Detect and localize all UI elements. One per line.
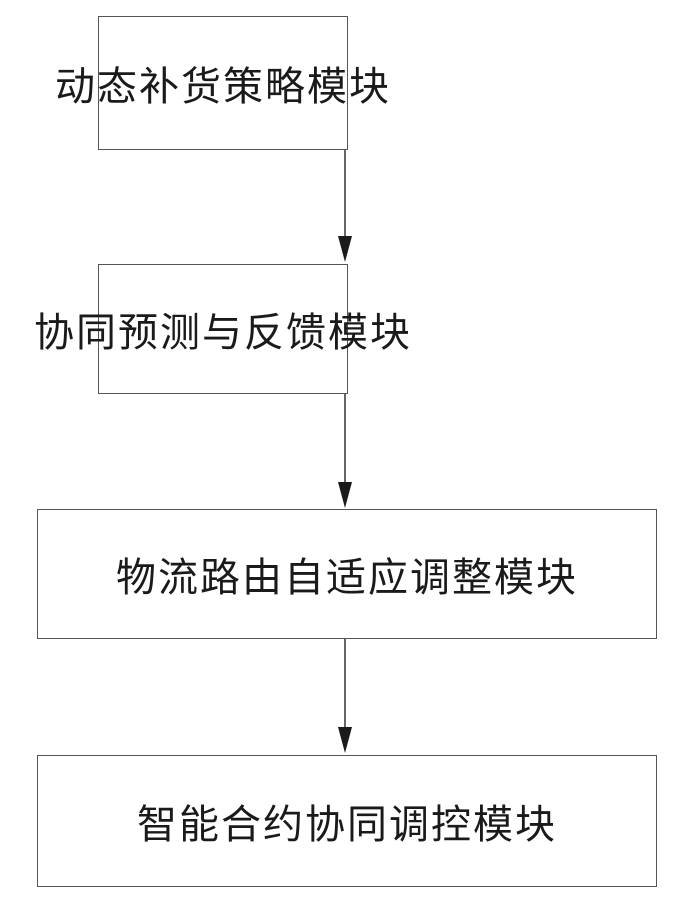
node-label: 协同预测与反馈模块 — [34, 300, 412, 358]
node-label: 智能合约协同调控模块 — [137, 792, 557, 850]
node-smart-contract-coordination-module: 智能合约协同调控模块 — [37, 755, 657, 887]
node-logistics-routing-adaptive-adjustment-module: 物流路由自适应调整模块 — [37, 509, 657, 639]
arrow-n3-to-n4 — [338, 639, 352, 753]
node-label: 动态补货策略模块 — [55, 54, 391, 112]
node-label: 物流路由自适应调整模块 — [116, 545, 578, 603]
arrowhead — [338, 236, 352, 262]
node-collaborative-forecast-feedback-module: 协同预测与反馈模块 — [98, 264, 348, 394]
arrow-n2-to-n3 — [338, 394, 352, 508]
arrowhead — [338, 727, 352, 753]
arrow-n1-to-n2 — [338, 150, 352, 262]
node-dynamic-replenishment-strategy-module: 动态补货策略模块 — [98, 16, 348, 150]
arrowhead — [338, 482, 352, 508]
